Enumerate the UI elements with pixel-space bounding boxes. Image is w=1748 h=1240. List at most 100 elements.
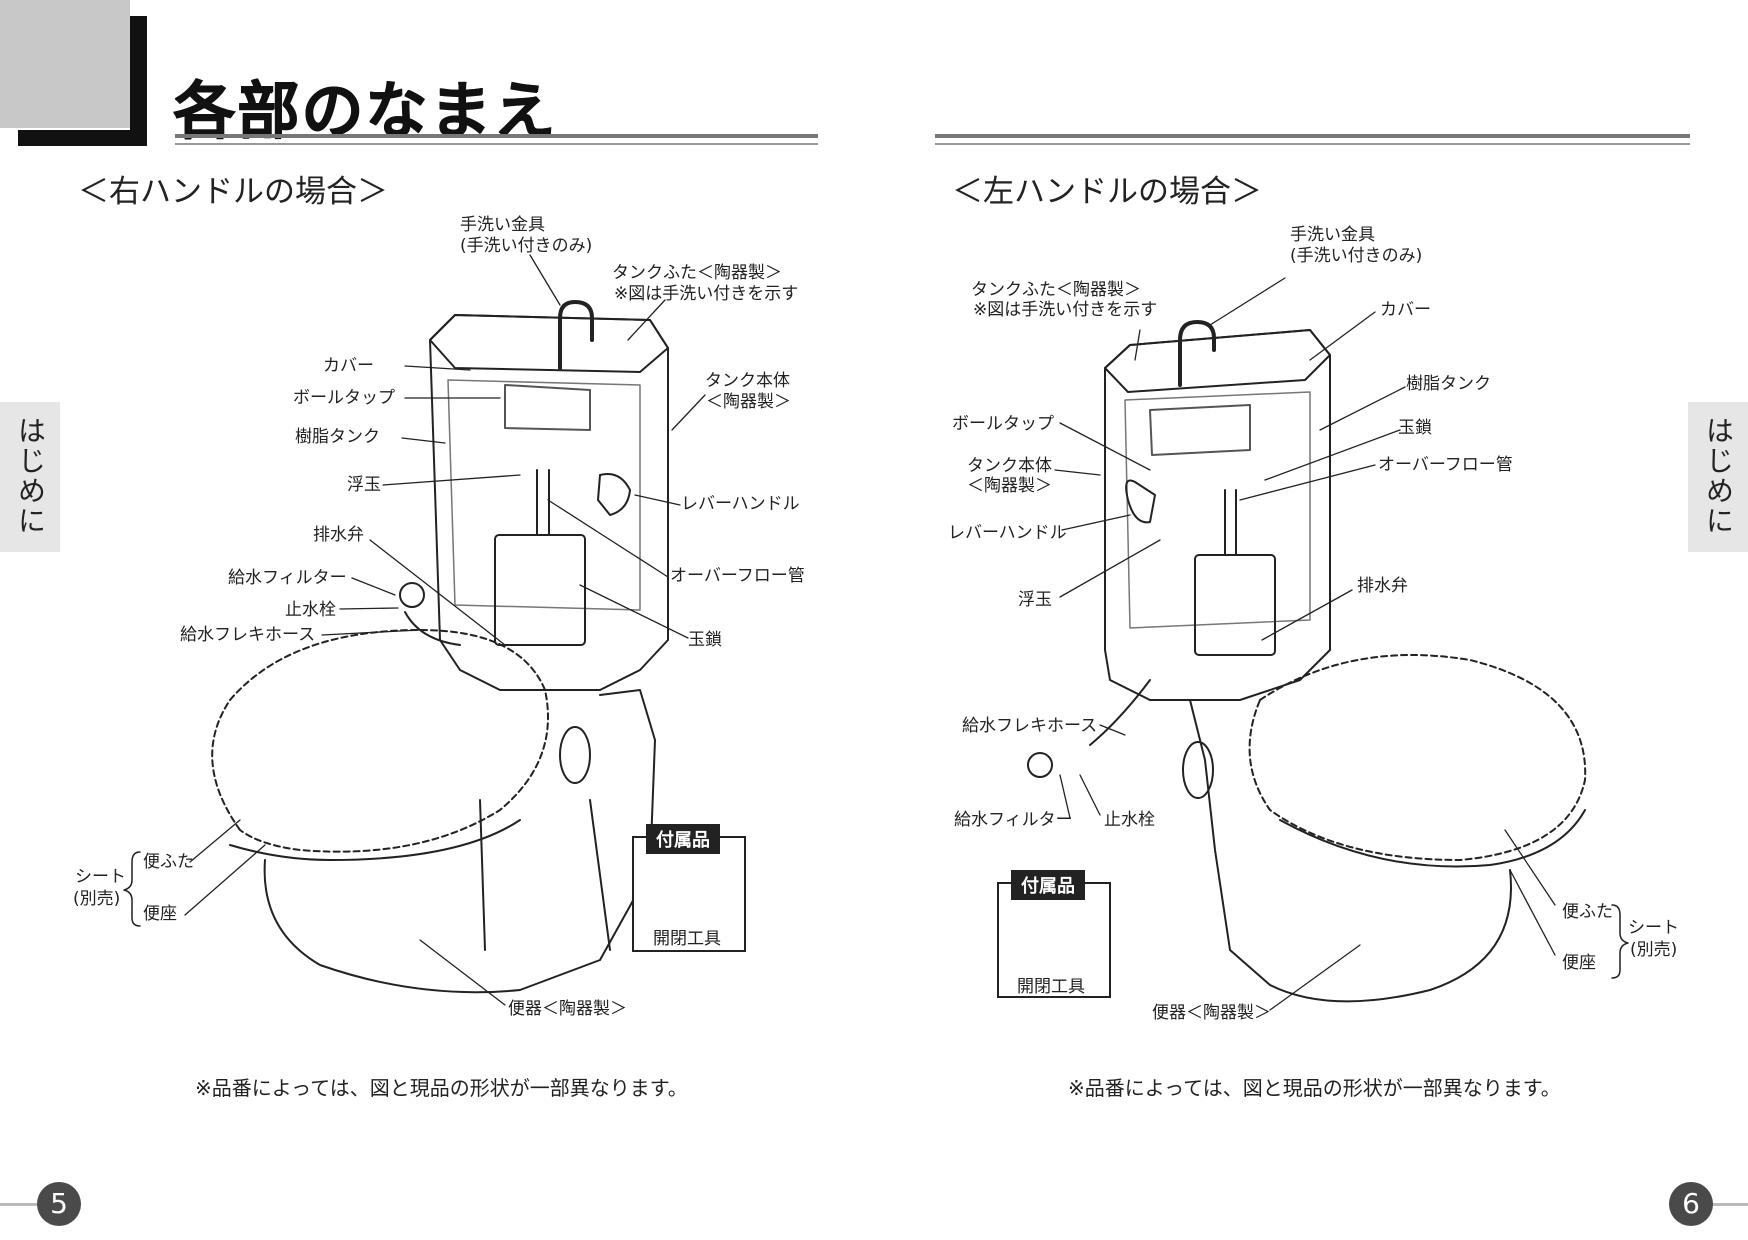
left-label-bowl: 便器＜陶器製＞ <box>508 999 627 1019</box>
left-accessory-box: 付属品 開閉工具 <box>632 824 746 952</box>
header-black-bar-bottom <box>18 130 147 146</box>
right-label-seat-group: シート <box>1628 918 1679 938</box>
right-label-float: 浮玉 <box>1018 590 1052 610</box>
left-label-seat-group: シート <box>75 867 126 887</box>
side-tab-right: はじめに <box>1688 402 1748 552</box>
right-faucet <box>1178 320 1216 387</box>
left-label-flex-hose: 給水フレキホース <box>180 625 316 645</box>
right-hose <box>1089 679 1151 746</box>
left-label-seat-lid: 便ふた <box>143 852 194 872</box>
left-label-ball-tap: ボールタップ <box>293 388 395 408</box>
left-label-water-filter: 給水フィルター <box>228 568 347 588</box>
title-rule-right-thin <box>935 143 1690 145</box>
header-grey-block <box>0 0 130 128</box>
left-tank-lid <box>429 314 669 373</box>
right-footnote: ※品番によっては、図と現品の形状が一部異なります。 <box>1068 1076 1561 1100</box>
right-label-seat-lid: 便ふた <box>1562 902 1613 922</box>
title-rule-right <box>935 134 1690 138</box>
right-label-flex-hose: 給水フレキホース <box>962 716 1098 736</box>
left-label-resin-tank: 樹脂タンク <box>295 427 380 447</box>
left-page-line <box>0 1203 40 1206</box>
left-leader-lines <box>184 254 706 1006</box>
right-leader-lines <box>1054 277 1556 1011</box>
left-label-lever-handle: レバーハンドル <box>681 494 800 514</box>
left-page-number: 5 <box>37 1182 81 1226</box>
left-subtitle: ＜右ハンドルの場合＞ <box>78 174 388 210</box>
left-label-seat-group-note: (別売) <box>73 889 121 909</box>
right-page-number: 6 <box>1669 1182 1713 1226</box>
left-label-drain-valve: 排水弁 <box>313 525 364 545</box>
header-black-bar <box>130 16 147 146</box>
left-footnote: ※品番によっては、図と現品の形状が一部異なります。 <box>195 1076 688 1100</box>
right-label-lever-handle: レバーハンドル <box>948 523 1067 543</box>
left-toilet-illustration <box>211 300 669 994</box>
left-drain-box <box>494 534 586 646</box>
left-label-chain: 玉鎖 <box>688 630 722 650</box>
right-bowl <box>1189 699 1512 1003</box>
side-tab-left: はじめに <box>0 402 60 552</box>
right-label-tank-body-note: ＜陶器製＞ <box>967 476 1052 496</box>
left-ballcock <box>504 384 591 431</box>
left-label-tank-body: タンク本体 <box>705 371 790 391</box>
left-label-seat: 便座 <box>143 904 177 924</box>
left-label-tank-lid-note: ※図は手洗い付きを示す <box>614 284 799 304</box>
left-seat-edge <box>229 819 521 861</box>
right-page-line <box>1712 1203 1748 1206</box>
right-label-water-filter: 給水フィルター <box>954 810 1073 830</box>
left-label-overflow-pipe: オーバーフロー管 <box>670 566 805 586</box>
right-label-hand-wash-note: (手洗い付きのみ) <box>1290 246 1423 266</box>
right-label-ball-tap: ボールタップ <box>952 414 1054 434</box>
right-seat-lid <box>1248 654 1587 861</box>
left-label-hand-wash: 手洗い金具 <box>460 215 545 235</box>
left-accessory-title: 付属品 <box>646 824 720 854</box>
left-label-tank-lid: タンクふた＜陶器製＞ <box>612 263 782 283</box>
right-label-drain-valve: 排水弁 <box>1357 576 1408 596</box>
title-rule-left-thin <box>175 143 818 145</box>
left-tank-inner <box>447 379 641 611</box>
right-subtitle: ＜左ハンドルの場合＞ <box>952 174 1262 210</box>
left-lever-handle <box>597 473 631 516</box>
right-overflow-pipe <box>1224 489 1237 556</box>
left-outlet <box>559 726 591 784</box>
right-accessory-title: 付属品 <box>1011 870 1085 900</box>
left-accessory-name: 開閉工具 <box>653 929 721 949</box>
right-seat-edge <box>1279 809 1586 868</box>
side-tab-label: はじめに <box>1702 416 1735 536</box>
right-label-bowl: 便器＜陶器製＞ <box>1152 1003 1271 1023</box>
right-label-cover: カバー <box>1380 300 1431 320</box>
right-label-seat: 便座 <box>1562 953 1596 973</box>
left-seat-bracket <box>123 851 141 927</box>
left-label-hand-wash-note: (手洗い付きのみ) <box>460 236 593 256</box>
left-faucet <box>558 300 594 370</box>
left-label-cover: カバー <box>323 356 374 376</box>
right-label-seat-group-note: (別売) <box>1630 940 1678 960</box>
left-stop-valve <box>399 582 425 608</box>
right-label-chain: 玉鎖 <box>1398 418 1432 438</box>
side-tab-label: はじめに <box>14 416 47 536</box>
right-label-hand-wash: 手洗い金具 <box>1290 225 1375 245</box>
left-label-float: 浮玉 <box>347 475 381 495</box>
right-accessory-name: 開閉工具 <box>1017 977 1085 997</box>
right-tank-lid <box>1104 329 1331 393</box>
right-lever-handle <box>1125 479 1156 524</box>
left-label-stop-valve: 止水栓 <box>285 600 336 620</box>
left-overflow-pipe <box>536 469 550 536</box>
right-toilet-illustration <box>1027 320 1587 1003</box>
right-stop-valve <box>1027 752 1053 778</box>
right-label-tank-body: タンク本体 <box>967 456 1052 476</box>
left-seat-lid <box>211 629 549 853</box>
title-rule-left <box>175 134 818 138</box>
right-accessory-box: 付属品 開閉工具 <box>997 870 1111 998</box>
left-label-tank-body-note: ＜陶器製＞ <box>706 392 791 412</box>
right-outlet <box>1182 741 1214 799</box>
right-label-resin-tank: 樹脂タンク <box>1406 374 1491 394</box>
right-label-tank-lid-note: ※図は手洗い付きを示す <box>973 300 1158 320</box>
left-bowl <box>263 689 656 994</box>
left-hose <box>404 611 461 646</box>
right-ballcock <box>1149 404 1251 456</box>
right-tank-inner <box>1124 391 1311 629</box>
right-label-overflow-pipe: オーバーフロー管 <box>1378 455 1513 475</box>
left-bowl-base <box>479 799 611 951</box>
right-label-tank-lid: タンクふた＜陶器製＞ <box>971 280 1141 300</box>
